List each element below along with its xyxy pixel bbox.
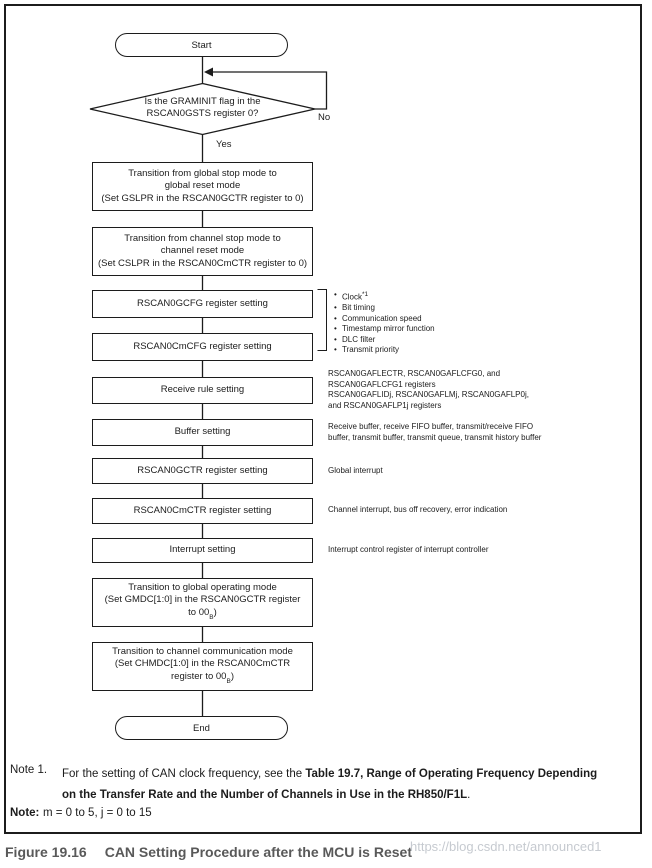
step-global-operating-mode: Transition to global operating mode (Set…: [92, 578, 313, 627]
start-terminal: Start: [115, 33, 288, 57]
figure-caption: Figure 19.16 CAN Setting Procedure after…: [5, 844, 412, 860]
list-item: •Timestamp mirror function: [334, 324, 435, 334]
step-rscan0cmcfg-setting: RSCAN0CmCFG register setting: [92, 333, 313, 361]
step-channel-stop-to-reset: Transition from channel stop mode to cha…: [92, 227, 313, 276]
step-buffer-setting: Buffer setting: [92, 419, 313, 446]
note2-text: m = 0 to 5, j = 0 to 15: [43, 807, 152, 819]
list-item: •Communication speed: [334, 313, 422, 323]
step-rscan0gcfg-setting: RSCAN0GCFG register setting: [92, 290, 313, 318]
list-item: •Clock*1: [334, 290, 369, 302]
no-label: No: [318, 112, 331, 123]
annotation-interrupt-controller: Interrupt control register of interrupt …: [328, 545, 489, 554]
step-receive-rule-setting: Receive rule setting: [92, 377, 313, 404]
list-item: •Bit timing: [334, 303, 375, 313]
note1-text: For the setting of CAN clock frequency, …: [62, 768, 598, 801]
step-channel-communication-mode: Transition to channel communication mode…: [92, 642, 313, 691]
config-bullet-list: •Clock*1 •Bit timing •Communication spee…: [334, 290, 435, 356]
note1-label: Note 1.: [10, 764, 48, 776]
step-rscan0gctr-setting: RSCAN0GCTR register setting: [92, 458, 313, 484]
annotation-buffer: Receive buffer, receive FIFO buffer, tra…: [328, 422, 542, 442]
figure-caption-title: CAN Setting Procedure after the MCU is R…: [104, 844, 412, 860]
step-interrupt-setting: Interrupt setting: [92, 538, 313, 563]
note2-label: Note:: [10, 807, 40, 819]
step-rscan0cmctr-setting: RSCAN0CmCTR register setting: [92, 498, 313, 524]
step-global-stop-to-reset: Transition from global stop mode to glob…: [92, 162, 313, 211]
figure-caption-label: Figure 19.16: [5, 844, 87, 860]
annotation-channel-interrupt: Channel interrupt, bus off recovery, err…: [328, 505, 508, 514]
list-item: •DLC filter: [334, 334, 376, 344]
yes-label: Yes: [216, 139, 232, 150]
watermark: https://blog.csdn.net/announced1: [410, 839, 602, 854]
annotation-receive-rule: RSCAN0GAFLECTR, RSCAN0GAFLCFG0, and RSCA…: [328, 369, 529, 410]
end-terminal: End: [115, 716, 288, 740]
annotation-global-interrupt: Global interrupt: [328, 466, 383, 475]
list-item: •Transmit priority: [334, 345, 400, 355]
